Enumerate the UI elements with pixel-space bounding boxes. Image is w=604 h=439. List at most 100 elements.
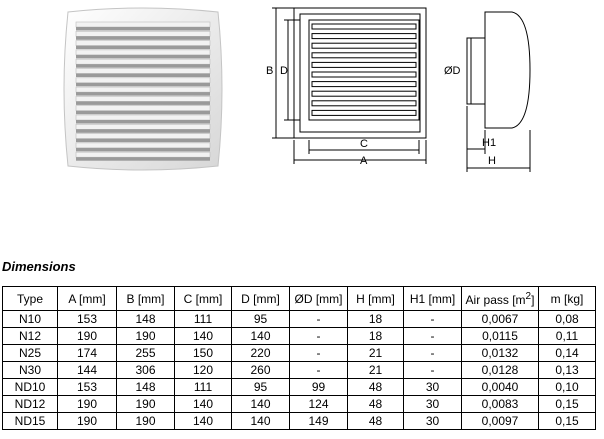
cell-a: 190	[57, 327, 117, 345]
cell-mass: 0,15	[538, 395, 596, 413]
col-header-b: B [mm]	[116, 286, 175, 311]
cell-type: ND10	[2, 378, 58, 396]
cell-air-pass: 0,0040	[461, 378, 539, 396]
label-a: A	[360, 155, 368, 167]
cell-c: 140	[174, 412, 232, 430]
col-header-mass: m [kg]	[538, 286, 596, 311]
cell-b: 190	[116, 327, 175, 345]
dimensions-table: Type A [mm] B [mm] C [mm] D [mm] ØD [mm]…	[2, 286, 596, 430]
cell-h1: 30	[403, 395, 462, 413]
cell-h: 21	[347, 344, 404, 362]
col-header-h1: H1 [mm]	[403, 286, 462, 311]
air-pass-label: Air pass [m	[465, 292, 526, 307]
cell-od: 124	[289, 395, 348, 413]
cell-a: 153	[57, 310, 117, 328]
cell-a: 174	[57, 344, 117, 362]
cell-b: 148	[116, 378, 175, 396]
cell-mass: 0,10	[538, 378, 596, 396]
col-header-c: C [mm]	[174, 286, 232, 311]
cell-od: -	[289, 327, 348, 345]
cell-c: 140	[174, 395, 232, 413]
dimensions-title: Dimensions	[2, 259, 76, 274]
cell-d: 140	[231, 395, 290, 413]
cell-d: 95	[231, 378, 290, 396]
cell-type: N25	[2, 344, 58, 362]
cell-a: 190	[57, 412, 117, 430]
cell-air-pass: 0,0132	[461, 344, 539, 362]
cell-od: -	[289, 344, 348, 362]
cell-h1: -	[403, 361, 462, 379]
cell-b: 306	[116, 361, 175, 379]
grille-photo	[63, 7, 223, 171]
cell-type: N12	[2, 327, 58, 345]
cell-h: 48	[347, 378, 404, 396]
cell-od: 149	[289, 412, 348, 430]
label-h1: H1	[482, 137, 496, 149]
cell-d: 140	[231, 327, 290, 345]
cell-b: 255	[116, 344, 175, 362]
cell-mass: 0,11	[538, 327, 596, 345]
cell-air-pass: 0,0097	[461, 412, 539, 430]
label-h: H	[488, 155, 496, 167]
cell-type: N10	[2, 310, 58, 328]
cell-h1: -	[403, 327, 462, 345]
cell-od: -	[289, 361, 348, 379]
cell-c: 111	[174, 310, 232, 328]
cell-h1: 30	[403, 412, 462, 430]
cell-h: 48	[347, 412, 404, 430]
cell-d: 140	[231, 412, 290, 430]
cell-mass: 0,14	[538, 344, 596, 362]
cell-od: -	[289, 310, 348, 328]
cell-h1: 30	[403, 378, 462, 396]
label-b: B	[266, 65, 273, 77]
cell-air-pass: 0,0067	[461, 310, 539, 328]
col-header-a: A [mm]	[57, 286, 117, 311]
cell-c: 150	[174, 344, 232, 362]
cell-b: 190	[116, 395, 175, 413]
cell-a: 190	[57, 395, 117, 413]
air-pass-suffix: ]	[531, 292, 535, 307]
cell-mass: 0,08	[538, 310, 596, 328]
col-header-type: Type	[2, 286, 58, 311]
cell-h: 48	[347, 395, 404, 413]
cell-c: 111	[174, 378, 232, 396]
col-header-air-pass: Air pass [m2]	[461, 286, 539, 311]
cell-a: 153	[57, 378, 117, 396]
cell-a: 144	[57, 361, 117, 379]
cell-od: 99	[289, 378, 348, 396]
cell-h: 21	[347, 361, 404, 379]
cell-type: ND15	[2, 412, 58, 430]
label-c: C	[360, 138, 368, 150]
col-header-d: D [mm]	[231, 286, 290, 311]
cell-h1: -	[403, 310, 462, 328]
cell-d: 260	[231, 361, 290, 379]
cell-h: 18	[347, 327, 404, 345]
col-header-od: ØD [mm]	[289, 286, 348, 311]
label-d: D	[280, 65, 288, 77]
air-pass-exponent: 2	[525, 290, 532, 302]
cell-c: 120	[174, 361, 232, 379]
cell-air-pass: 0,0083	[461, 395, 539, 413]
cell-h1: -	[403, 344, 462, 362]
cell-c: 140	[174, 327, 232, 345]
cell-type: N30	[2, 361, 58, 379]
label-od: ØD	[444, 65, 461, 77]
cell-mass: 0,13	[538, 361, 596, 379]
cell-d: 95	[231, 310, 290, 328]
table-header-row: Type A [mm] B [mm] C [mm] D [mm] ØD [mm]…	[2, 286, 596, 311]
col-header-h: H [mm]	[347, 286, 404, 311]
cell-h: 18	[347, 310, 404, 328]
cell-air-pass: 0,0128	[461, 361, 539, 379]
cell-air-pass: 0,0115	[461, 327, 539, 345]
cell-b: 148	[116, 310, 175, 328]
cell-d: 220	[231, 344, 290, 362]
cell-mass: 0,15	[538, 412, 596, 430]
cell-type: ND12	[2, 395, 58, 413]
cell-b: 190	[116, 412, 175, 430]
